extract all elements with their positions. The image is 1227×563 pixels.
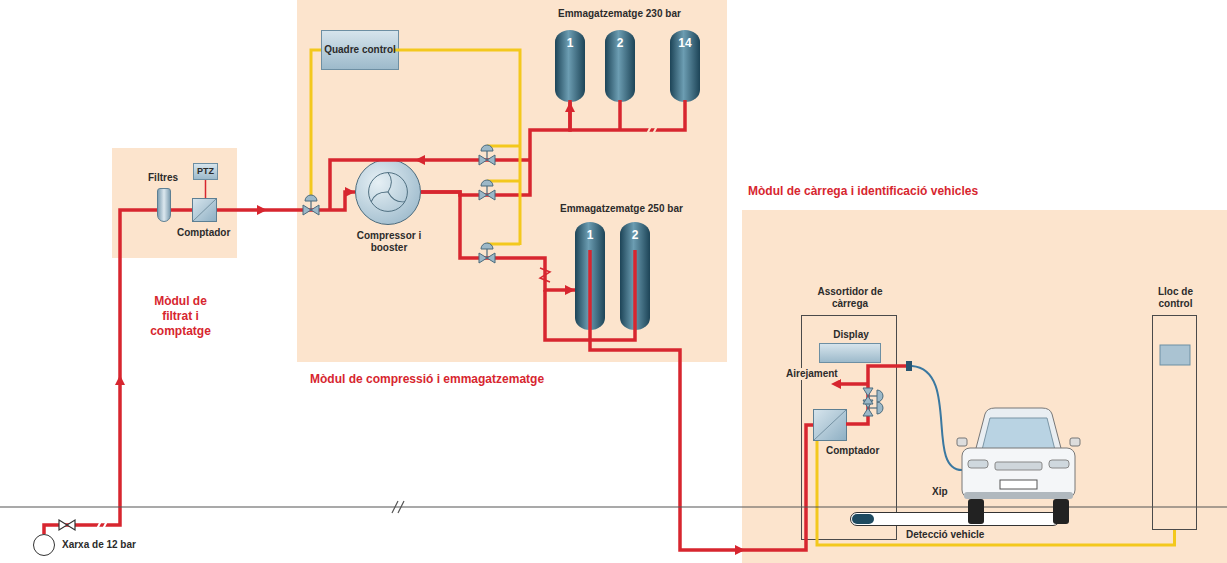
- compressor: [388, 173, 391, 192]
- caption: Compressor i booster: [356, 230, 422, 254]
- pipe-connector: [171, 208, 192, 212]
- storage-heading: Emmagatzematge 230 bar: [558, 8, 681, 20]
- caption: Comptador: [826, 445, 879, 457]
- box-label: PTZ: [197, 166, 214, 177]
- caption: Mòdul de filtrat i comptatge: [138, 294, 223, 339]
- box-label: Quadre control: [324, 44, 396, 56]
- gas-meter: [814, 410, 846, 440]
- storage-tank: 1: [555, 30, 585, 102]
- caption: Lloc de control: [1145, 286, 1206, 310]
- caption: Mòdul de compressió i emmagatzematge: [310, 372, 544, 387]
- vehicle: [982, 418, 1055, 450]
- storage-tank: 2: [605, 30, 635, 102]
- box-label: 2: [632, 228, 639, 242]
- vehicle-detector: [851, 513, 1059, 525]
- vehicle: [968, 499, 984, 524]
- break-mark: [96, 519, 108, 531]
- caption: Mòdul de càrrega i identificació vehicle…: [748, 184, 978, 199]
- gas-meter: [193, 199, 216, 221]
- flow-arrow: [115, 375, 125, 385]
- break-mark: [392, 501, 404, 513]
- vehicle: [1070, 438, 1080, 446]
- gas-meter: [814, 410, 846, 440]
- storage-heading: Emmagatzematge 250 bar: [560, 203, 683, 215]
- ground-line: [0, 506, 1227, 507]
- vehicle-detector: Detecció vehicle: [850, 512, 1060, 526]
- gas-pipe: [840, 382, 868, 386]
- box-label: 14: [678, 36, 691, 50]
- vehicle: [964, 492, 1073, 499]
- vehicle: [1053, 499, 1069, 524]
- manual-valve: [59, 520, 75, 530]
- dispenser: Assortidor de càrregaDisplayComptador: [801, 315, 897, 540]
- vent-label: Airejament: [784, 368, 840, 380]
- compressor: [369, 173, 408, 212]
- vehicle: [975, 408, 1062, 452]
- gas-meter: Comptador: [813, 409, 847, 441]
- vehicle: [962, 448, 1075, 498]
- caption: Xarxa de 12 bar: [62, 539, 136, 551]
- chip-label: Xip: [930, 486, 950, 498]
- compressor: [386, 192, 404, 205]
- vehicle-detector: [852, 514, 874, 524]
- compressor: [370, 189, 388, 202]
- compressor: [356, 160, 420, 224]
- box-label: 1: [567, 36, 574, 50]
- compressor: Compressor i booster: [355, 159, 421, 225]
- control-panel: Quadre control: [321, 30, 399, 70]
- control-screen: [1160, 345, 1190, 365]
- vehicle: [1000, 480, 1037, 489]
- gas-meter: [193, 199, 216, 221]
- pipe-connector: [44, 210, 157, 534]
- gas-meter: Comptador: [192, 198, 217, 222]
- storage-tank: 14: [670, 30, 700, 102]
- vehicle: [968, 460, 988, 468]
- flow-arrow: [257, 205, 267, 215]
- module-panel: Mòdul de càrrega i identificació vehicle…: [742, 210, 1227, 563]
- display: Display: [819, 343, 881, 363]
- caption: Detecció vehicle: [906, 529, 984, 541]
- box-label: 1: [587, 228, 594, 242]
- hose-connector: [906, 361, 912, 371]
- vehicle: [957, 438, 967, 446]
- vehicle: [995, 462, 1042, 470]
- caption: Filtres: [148, 172, 178, 184]
- vehicle: [1049, 460, 1069, 468]
- caption: Display: [820, 329, 882, 341]
- caption: Assortidor de càrrega: [815, 286, 885, 310]
- module-panel: Mòdul de filtrat i comptatgeFiltresPTZCo…: [112, 148, 237, 258]
- supply-network: Xarxa de 12 bar: [33, 534, 55, 556]
- sensor-box: PTZ: [193, 163, 218, 180]
- caption: Comptador: [177, 227, 230, 239]
- filter: Filtres: [157, 188, 171, 222]
- box-label: 2: [617, 36, 624, 50]
- pipe-connector: [205, 180, 207, 198]
